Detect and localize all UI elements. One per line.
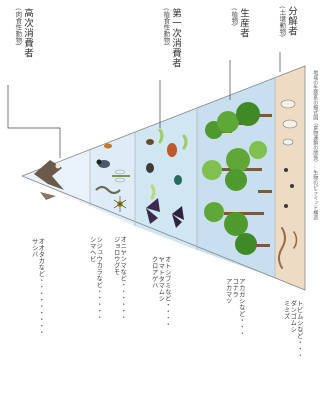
producer-level-sub: (植物) xyxy=(230,8,237,26)
producer-level-label: 生産者 xyxy=(238,8,248,38)
decomposer-level-label: 分解者 xyxy=(286,6,296,36)
secondary-species: シジュウカラなど・・・・・ シマヘビ xyxy=(88,236,101,321)
decomposer-level-sub: (土壌動物) xyxy=(278,6,285,37)
apex-band xyxy=(22,150,90,206)
secondary-species-2: オニヤンマなど・・・・・・ ジョロウグモ xyxy=(112,236,125,321)
apex-leader xyxy=(8,85,60,158)
primary-band xyxy=(135,108,197,250)
primary-species: オトシブミなど・・・・ ヤマトタマムシ クロアゲハ xyxy=(150,256,170,328)
apex-level-label: 高次消費者 xyxy=(22,8,32,58)
primary-level-label: 第一次消費者 xyxy=(170,8,180,68)
secondary-band xyxy=(90,132,135,226)
decomposer-species: トビムシなど・・・ ダンゴムシ ミミズ xyxy=(282,300,302,359)
apex-level-sub: (肉食性動物) xyxy=(14,8,21,46)
footnote: 地域の生態系の模式図（食物連鎖の関係）…生物のピラミッド構造 xyxy=(312,70,317,220)
apex-species: オオタカなど・・・・・・・・・ サシバ xyxy=(30,238,43,336)
primary-level-sub: (植食性動物) xyxy=(162,8,169,46)
wasp-icon xyxy=(104,144,112,149)
producer-species: アカガシなど・・・ コナラ アカマツ xyxy=(224,278,244,337)
